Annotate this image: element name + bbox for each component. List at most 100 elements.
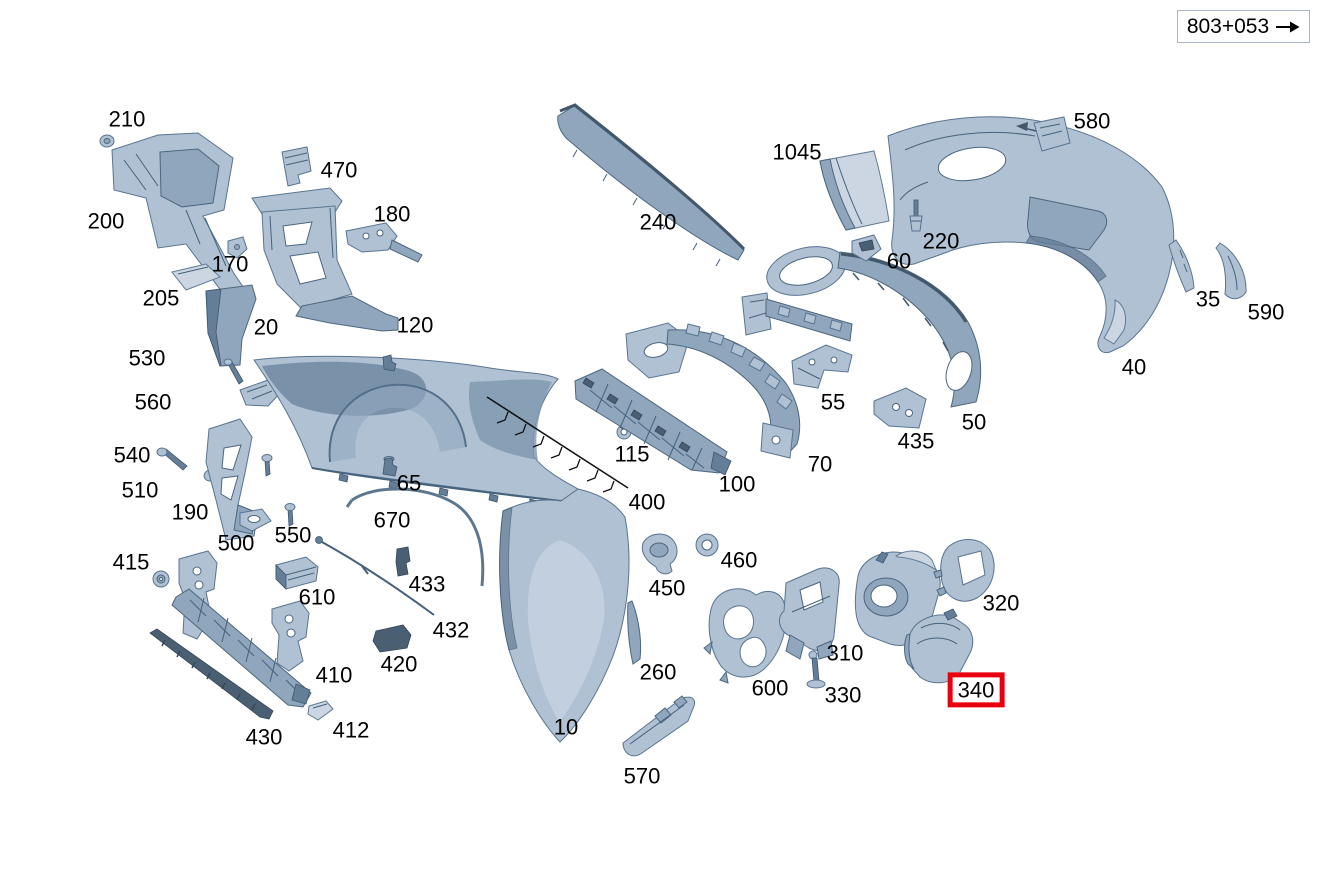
part-shape-470[interactable]	[281, 146, 312, 187]
part-label-435[interactable]: 435	[897, 428, 935, 454]
adhesive-strip-symbol-400[interactable]	[486, 396, 629, 493]
part-shape-412[interactable]	[307, 700, 334, 721]
part-label-65[interactable]: 65	[396, 470, 422, 496]
part-shape-220[interactable]	[909, 199, 923, 232]
part-shape-50[interactable]	[762, 239, 982, 408]
part-label-50[interactable]: 50	[961, 409, 987, 435]
part-label-420[interactable]: 420	[380, 651, 418, 677]
part-label-600[interactable]: 600	[751, 675, 789, 701]
part-label-412[interactable]: 412	[332, 717, 370, 743]
part-label-460[interactable]: 460	[720, 547, 758, 573]
part-shape-reinforcement-rail[interactable]	[574, 368, 732, 476]
part-shape-433[interactable]	[395, 546, 411, 577]
part-label-570[interactable]: 570	[623, 763, 661, 789]
part-label-240[interactable]: 240	[639, 209, 677, 235]
part-label-190[interactable]: 190	[171, 499, 209, 525]
part-label-560[interactable]: 560	[134, 389, 172, 415]
part-label-433[interactable]: 433	[408, 571, 446, 597]
part-shape-190[interactable]	[205, 418, 259, 541]
part-label-450[interactable]: 450	[648, 575, 686, 601]
part-label-70[interactable]: 70	[807, 451, 833, 477]
part-shape-310[interactable]	[779, 567, 840, 660]
part-label-610[interactable]: 610	[298, 584, 336, 610]
part-label-60[interactable]: 60	[886, 248, 912, 274]
part-shape-65[interactable]	[382, 354, 398, 477]
part-shape-600[interactable]	[703, 588, 787, 684]
part-shape-670[interactable]	[345, 487, 485, 587]
part-shape-460[interactable]	[695, 533, 719, 557]
part-shape-70[interactable]	[741, 292, 853, 342]
part-label-35[interactable]: 35	[1195, 286, 1221, 312]
part-shape-590[interactable]	[1215, 242, 1247, 300]
part-shape-55[interactable]	[791, 344, 853, 389]
part-label-1045[interactable]: 1045	[772, 139, 822, 165]
part-label-470[interactable]: 470	[320, 157, 358, 183]
part-shape-570[interactable]	[622, 695, 696, 757]
part-label-55[interactable]: 55	[820, 389, 846, 415]
part-shape-340[interactable]	[904, 608, 974, 684]
part-label-540[interactable]: 540	[113, 442, 151, 468]
part-label-210[interactable]: 210	[108, 106, 146, 132]
part-shape-100[interactable]	[625, 322, 801, 459]
part-shape-10[interactable]	[253, 355, 630, 743]
part-label-432[interactable]: 432	[432, 617, 470, 643]
part-label-205[interactable]: 205	[142, 285, 180, 311]
adjacent-figure-link[interactable]: 803+053	[1177, 10, 1310, 43]
part-shape-580[interactable]	[1016, 116, 1071, 152]
part-label-500[interactable]: 500	[217, 530, 255, 556]
part-shape-410[interactable]	[171, 550, 312, 708]
part-shape-435[interactable]	[873, 387, 927, 429]
part-label-100[interactable]: 100	[718, 471, 756, 497]
part-shape-40[interactable]	[887, 116, 1175, 354]
part-shape-200[interactable]	[111, 132, 253, 311]
part-shape-60[interactable]	[851, 234, 882, 262]
part-label-410[interactable]: 410	[315, 662, 353, 688]
part-shape-550[interactable]	[261, 454, 296, 527]
part-shape-430[interactable]	[149, 628, 274, 720]
part-shape-420[interactable]	[372, 624, 412, 653]
part-shape-210[interactable]	[99, 134, 115, 148]
part-label-260[interactable]: 260	[639, 659, 677, 685]
part-label-340[interactable]: 340	[947, 672, 1005, 708]
part-label-590[interactable]: 590	[1247, 299, 1285, 325]
part-shape-240[interactable]	[557, 103, 746, 267]
part-label-220[interactable]: 220	[922, 228, 960, 254]
part-shape-530[interactable]	[223, 358, 244, 385]
part-shape-330[interactable]	[806, 650, 826, 689]
part-label-430[interactable]: 430	[245, 724, 283, 750]
part-label-115[interactable]: 115	[614, 441, 650, 467]
part-label-200[interactable]: 200	[87, 208, 125, 234]
part-label-580[interactable]: 580	[1073, 108, 1111, 134]
part-label-180[interactable]: 180	[373, 201, 411, 227]
part-shape-500[interactable]	[239, 508, 272, 532]
part-label-40[interactable]: 40	[1121, 354, 1147, 380]
part-label-20[interactable]: 20	[253, 314, 279, 340]
part-label-400[interactable]: 400	[628, 489, 666, 515]
part-label-310[interactable]: 310	[826, 640, 864, 666]
part-label-510[interactable]: 510	[121, 477, 159, 503]
part-shape-540[interactable]	[156, 447, 188, 471]
part-label-120[interactable]: 120	[396, 312, 434, 338]
part-shape-415[interactable]	[152, 570, 170, 588]
part-label-170[interactable]: 170	[211, 251, 249, 277]
part-shape-610[interactable]	[275, 556, 319, 590]
part-shape-432[interactable]	[315, 536, 435, 616]
part-shape-120[interactable]	[251, 187, 399, 332]
part-shape-1045[interactable]	[819, 150, 890, 231]
part-label-415[interactable]: 415	[112, 549, 150, 575]
part-shape-20[interactable]	[205, 284, 257, 367]
part-label-670[interactable]: 670	[373, 507, 411, 533]
part-label-330[interactable]: 330	[824, 682, 862, 708]
part-shape-35[interactable]	[1168, 239, 1195, 293]
part-label-10[interactable]: 10	[553, 714, 579, 740]
part-shape-320[interactable]	[933, 539, 995, 602]
part-label-320[interactable]: 320	[982, 590, 1020, 616]
part-shape-260[interactable]	[627, 600, 642, 665]
part-shape-450[interactable]	[641, 533, 678, 575]
part-label-530[interactable]: 530	[128, 345, 166, 371]
part-shape-180[interactable]	[345, 222, 423, 263]
part-label-550[interactable]: 550	[274, 522, 312, 548]
part-shape-170[interactable]	[227, 236, 248, 259]
part-shape-205[interactable]	[171, 263, 221, 291]
